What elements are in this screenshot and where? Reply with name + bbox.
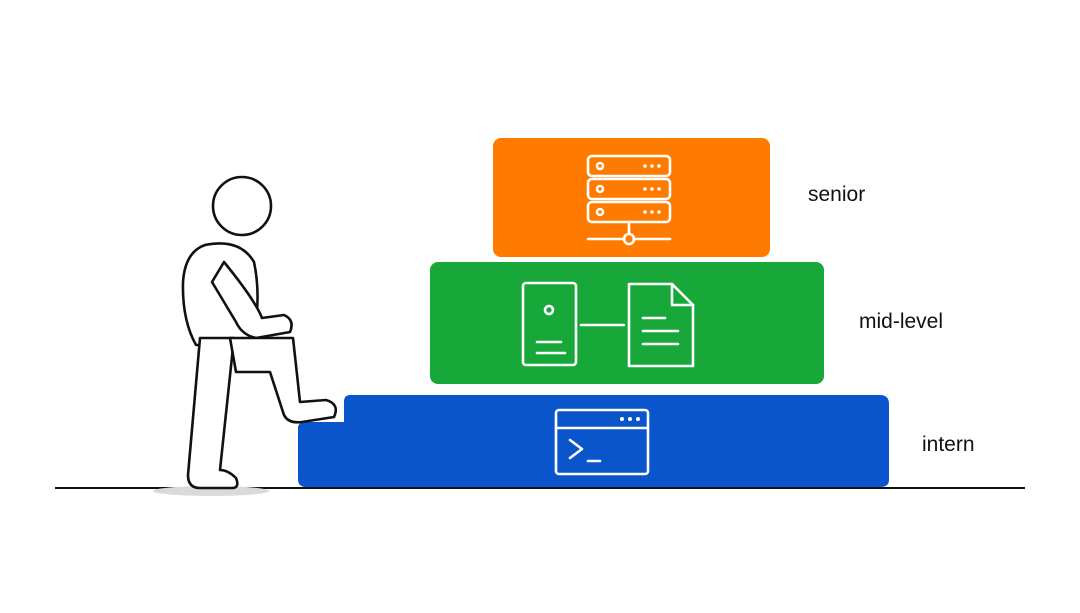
terminal-window-icon <box>554 408 650 476</box>
terminal-window-dots <box>620 417 640 421</box>
figure-shadow <box>153 486 269 496</box>
intern-label: intern <box>922 433 975 456</box>
mid-level-step <box>430 262 824 384</box>
server-rack-leds <box>643 164 661 214</box>
senior-label: senior <box>808 183 866 206</box>
mid-level-label: mid-level <box>859 310 944 333</box>
server-rack-icon <box>586 154 672 246</box>
senior-step <box>493 138 770 257</box>
server-document-link-icon <box>521 281 695 368</box>
stick-figure-climbing-icon <box>181 175 338 490</box>
intern-step <box>298 395 889 487</box>
